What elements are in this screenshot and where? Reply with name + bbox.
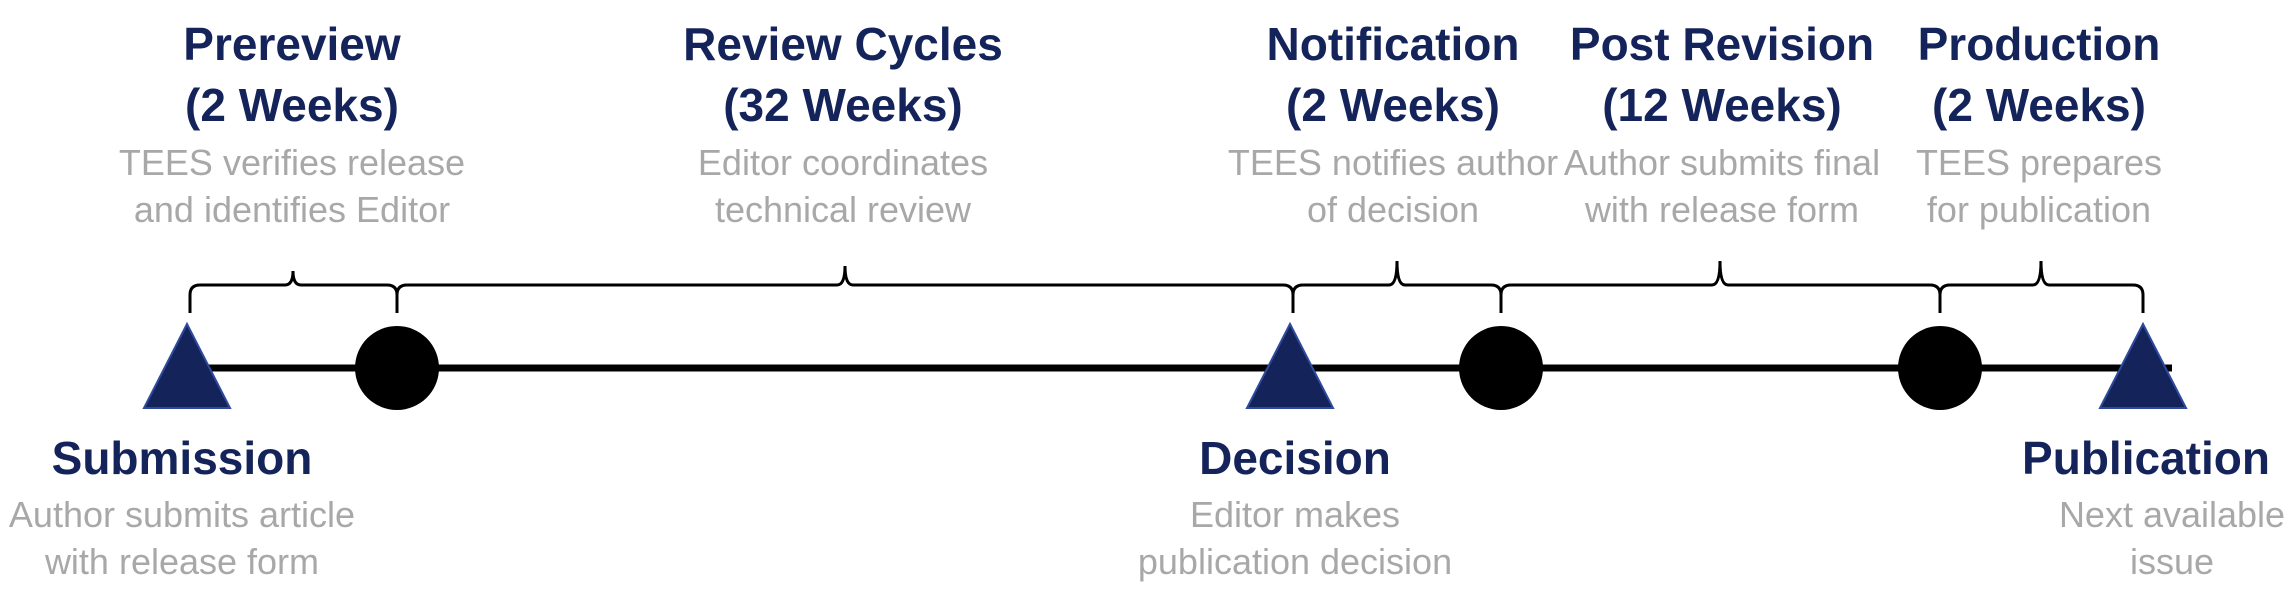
phase-title: Review Cycles (683, 18, 1003, 70)
phase-title: Prereview (183, 18, 401, 70)
brace-notification (1291, 260, 1503, 313)
phase-duration: (12 Weeks) (1602, 79, 1842, 131)
submission-triangle-marker (142, 321, 232, 409)
phase-notification: Notification (2 Weeks) TEES notifies aut… (1228, 18, 1558, 230)
milestone-description: Author submits article (9, 494, 355, 535)
milestone-decision: Decision Editor makes publication decisi… (1138, 432, 1452, 582)
production-start-circle-marker (1898, 326, 1982, 410)
brace-post-revision (1499, 260, 1942, 313)
phase-description: of decision (1307, 189, 1479, 230)
review-start-circle-marker (355, 326, 439, 410)
phase-duration: (2 Weeks) (1932, 79, 2146, 131)
phase-prereview: Prereview (2 Weeks) TEES verifies releas… (119, 18, 465, 230)
brace-review-cycles (395, 265, 1295, 313)
brace-prereview (188, 270, 399, 313)
phase-title: Production (1918, 18, 2161, 70)
phase-post-revision: Post Revision (12 Weeks) Author submits … (1564, 18, 1880, 230)
phase-duration: (32 Weeks) (723, 79, 963, 131)
phase-production: Production (2 Weeks) TEES prepares for p… (1916, 18, 2162, 230)
phase-title: Notification (1267, 18, 1520, 70)
milestone-description: issue (2130, 541, 2214, 582)
brace-production (1938, 260, 2145, 313)
phase-description: TEES notifies author (1228, 142, 1558, 183)
milestone-title: Submission (52, 432, 313, 484)
milestone-description: Next available (2059, 494, 2285, 535)
milestone-description: with release form (44, 541, 319, 582)
milestone-submission: Submission Author submits article with r… (9, 432, 355, 582)
phase-description: TEES verifies release (119, 142, 465, 183)
phase-duration: (2 Weeks) (185, 79, 399, 131)
milestone-title: Publication (2022, 432, 2270, 484)
phase-description: and identifies Editor (134, 189, 450, 230)
milestone-title: Decision (1199, 432, 1391, 484)
post-revision-start-circle-marker (1459, 326, 1543, 410)
phase-title: Post Revision (1570, 18, 1874, 70)
milestone-publication: Publication Next available issue (2022, 432, 2285, 582)
milestone-description: publication decision (1138, 541, 1452, 582)
publication-triangle-marker (2098, 321, 2188, 409)
phase-description: technical review (715, 189, 972, 230)
phase-description: Editor coordinates (698, 142, 988, 183)
phase-description: Author submits final (1564, 142, 1880, 183)
phase-description: TEES prepares (1916, 142, 2162, 183)
milestone-description: Editor makes (1190, 494, 1400, 535)
phase-review-cycles: Review Cycles (32 Weeks) Editor coordina… (683, 18, 1003, 230)
decision-triangle-marker (1245, 321, 1335, 409)
phase-duration: (2 Weeks) (1286, 79, 1500, 131)
phase-description: with release form (1584, 189, 1859, 230)
phase-description: for publication (1927, 189, 2151, 230)
